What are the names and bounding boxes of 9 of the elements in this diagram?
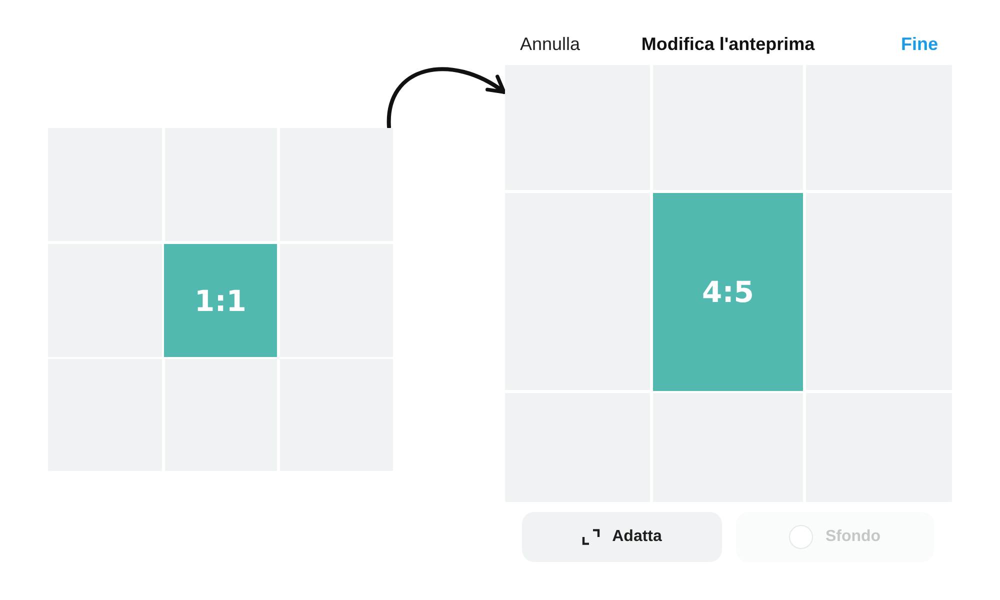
- fit-button: Adatta: [522, 512, 722, 562]
- photo-grid: [505, 65, 952, 502]
- aspect-ratio-tile: 1:1: [164, 244, 277, 357]
- cancel-button: Annulla: [520, 33, 580, 55]
- curved-arrow: [387, 67, 506, 129]
- done-button: Fine: [900, 33, 938, 55]
- photo-grid: [48, 128, 393, 471]
- aspect-ratio-tile: 4:5: [653, 193, 803, 391]
- screen-title: Modifica l'anteprima: [641, 33, 815, 55]
